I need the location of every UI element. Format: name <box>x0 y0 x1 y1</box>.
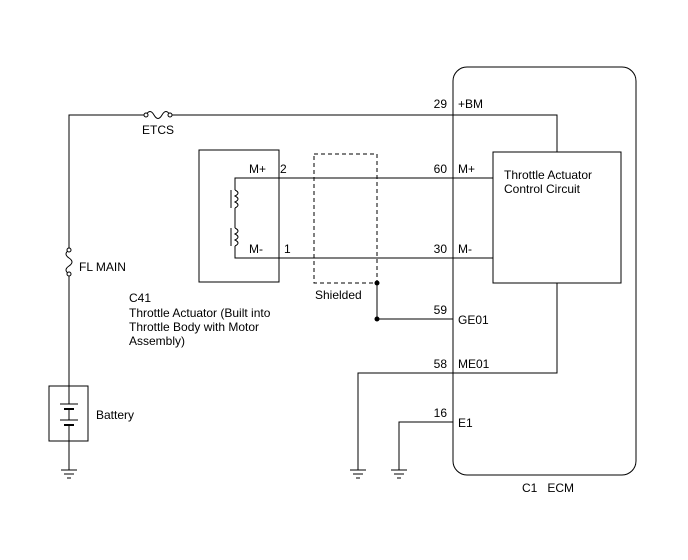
me01-wire <box>357 283 558 470</box>
ecm-pin-number-16: 16 <box>434 406 448 420</box>
shield-outline <box>313 153 378 284</box>
ecm-pin-name-mminus: M- <box>458 242 472 256</box>
ecm-pin-number-29: 29 <box>434 97 448 111</box>
shield-label: Shielded <box>315 288 362 302</box>
battery-label: Battery <box>96 408 134 422</box>
motor-plus-lead <box>234 177 279 190</box>
ecm-pin-name-me01: ME01 <box>458 357 490 371</box>
control-circuit-label-line-2: Control Circuit <box>504 182 581 196</box>
actuator-pin-number-1: 1 <box>284 242 291 256</box>
ecm-pin-name-bm: +BM <box>458 97 483 111</box>
actuator-pin-name-mplus: M+ <box>249 162 266 176</box>
bm-wire <box>170 114 558 152</box>
ecm-pin-number-30: 30 <box>434 242 448 256</box>
shield-junction-dot <box>374 280 380 286</box>
ecm-pin-number-59: 59 <box>434 303 448 317</box>
ecm-pin-number-60: 60 <box>434 162 448 176</box>
ecm-box <box>452 66 637 476</box>
ecm-label: C1 ECM <box>522 481 574 495</box>
fl-main-fuse-symbol <box>65 249 73 275</box>
battery-feed-wire <box>68 114 146 250</box>
actuator-pin-name-mminus: M- <box>249 242 263 256</box>
actuator-connector-label: C41 <box>129 291 151 305</box>
actuator-description-line-2: Throttle Body with Motor <box>129 320 259 334</box>
actuator-box <box>198 149 280 283</box>
etcs-fuse-label: ETCS <box>142 123 174 137</box>
motor-coil-upper <box>233 189 239 209</box>
motor-coil-lower <box>233 227 239 247</box>
ecm-pin-name-mplus: M+ <box>458 162 475 176</box>
e1-wire <box>398 421 453 470</box>
fl-main-fuse-label: FL MAIN <box>79 260 126 274</box>
motor-minus-lead <box>234 246 279 259</box>
actuator-description-line-3: Assembly) <box>129 334 185 348</box>
ecm-pin-name-e1: E1 <box>458 416 473 430</box>
control-circuit-label-line-1: Throttle Actuator <box>504 168 592 182</box>
ecm-pin-name-ge01: GE01 <box>458 313 489 327</box>
ge01-junction-dot <box>374 316 380 322</box>
etcs-fuse-symbol <box>145 111 171 119</box>
actuator-pin-number-2: 2 <box>280 162 287 176</box>
actuator-description-line-1: Throttle Actuator (Built into <box>129 306 271 320</box>
ecm-pin-number-58: 58 <box>434 357 448 371</box>
